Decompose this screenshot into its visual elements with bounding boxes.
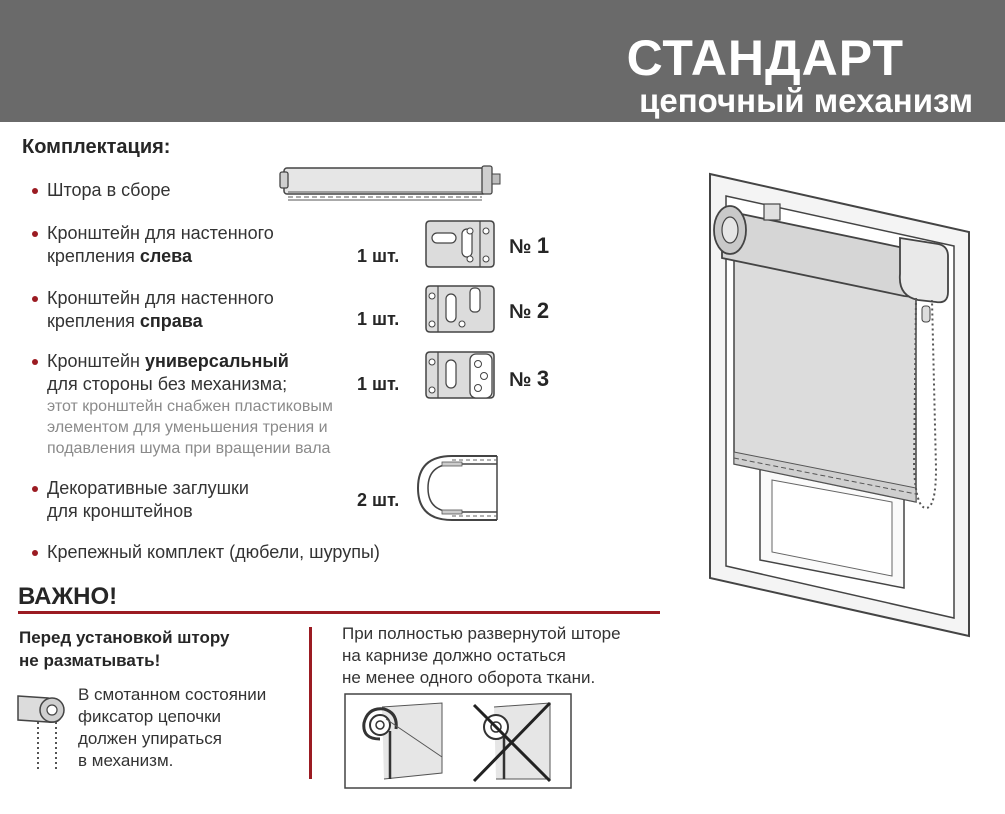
hint-line: В смотанном состоянии xyxy=(78,685,267,704)
bracket-number: № 2 xyxy=(509,298,549,324)
left-bracket-icon xyxy=(425,220,495,268)
hint-text: В смотанном состоянии фиксатор цепочки д… xyxy=(78,684,266,772)
item-text: для кронштейнов xyxy=(47,501,193,521)
universal-bracket-icon xyxy=(425,351,495,399)
quantity-label: 1 шт. xyxy=(357,374,400,394)
list-item: Крепежный комплект (дюбели, шурупы) xyxy=(32,541,380,564)
number-sign: № xyxy=(509,236,532,258)
bracket-number: № 1 xyxy=(509,233,549,259)
item-text: Кронштейн для настенного xyxy=(47,223,274,243)
quantity-label: 2 шт. xyxy=(357,490,400,510)
item-text-bold: справа xyxy=(139,311,203,331)
item-text-bold: слева xyxy=(139,246,192,266)
item-note: элементом для уменьшения трения и xyxy=(47,419,328,436)
kit-title: Комплектация: xyxy=(22,136,171,158)
number-sign: № xyxy=(509,301,532,323)
item-text: Кронштейн xyxy=(47,351,145,371)
item-text-bold: универсальный xyxy=(144,351,289,371)
divider-vertical xyxy=(309,627,312,779)
quantity-label: 1 шт. xyxy=(357,309,400,329)
page-subtitle: цепочный механизм xyxy=(639,82,973,119)
bracket-number: № 3 xyxy=(509,366,549,392)
rolled-blind-icon xyxy=(17,695,65,770)
number-value: 2 xyxy=(536,298,550,323)
header-banner: СТАНДАРТ цепочный механизм xyxy=(0,0,1005,122)
list-item: Кронштейн для настенного крепления слева xyxy=(32,222,274,268)
item-text: Крепежный комплект (дюбели, шурупы) xyxy=(47,542,380,562)
correct-roll-icon xyxy=(362,702,443,780)
right-bracket-icon xyxy=(425,285,495,333)
important-title: ВАЖНО! xyxy=(18,583,118,610)
list-item: Штора в сборе xyxy=(31,179,171,202)
item-note: этот кронштейн снабжен пластиковым xyxy=(47,398,333,415)
item-text: Штора в сборе xyxy=(47,180,171,200)
list-item: Декоративные заглушки для кронштейнов xyxy=(32,477,249,523)
number-value: 3 xyxy=(536,366,550,391)
list-item: Кронштейн для настенного крепления справ… xyxy=(32,287,274,333)
wrong-roll-icon xyxy=(472,701,552,783)
warning-line: не разматывать! xyxy=(19,651,161,670)
item-text: Кронштейн для настенного xyxy=(47,288,274,308)
end-cap-icon xyxy=(416,455,498,521)
window-blind-illustration xyxy=(709,172,970,638)
rule-text: При полностью развернутой шторе на карни… xyxy=(342,623,621,689)
hint-line: должен упираться xyxy=(78,729,222,748)
item-text: крепления xyxy=(47,311,140,331)
item-note: подавления шума при вращении вала xyxy=(47,440,331,457)
hint-line: фиксатор цепочки xyxy=(78,707,221,726)
hint-line: в механизм. xyxy=(78,751,174,770)
warning-text: Перед установкой штору не разматывать! xyxy=(19,626,230,672)
number-sign: № xyxy=(509,369,532,391)
item-text: Декоративные заглушки xyxy=(47,478,249,498)
item-text: для стороны без механизма; xyxy=(47,374,288,394)
warning-line: Перед установкой штору xyxy=(19,628,230,647)
roller-blind-icon xyxy=(279,165,501,201)
item-text: крепления xyxy=(47,246,140,266)
divider-horizontal xyxy=(18,611,660,614)
page-title: СТАНДАРТ xyxy=(626,30,904,86)
rule-line: не менее одного оборота ткани. xyxy=(342,668,596,687)
list-item: Кронштейн универсальный для стороны без … xyxy=(32,350,333,459)
rule-line: на карнизе должно остаться xyxy=(342,646,566,665)
roll-comparison-panel xyxy=(344,693,572,789)
rule-line: При полностью развернутой шторе xyxy=(342,624,621,643)
quantity-label: 1 шт. xyxy=(357,246,400,266)
number-value: 1 xyxy=(536,233,550,258)
